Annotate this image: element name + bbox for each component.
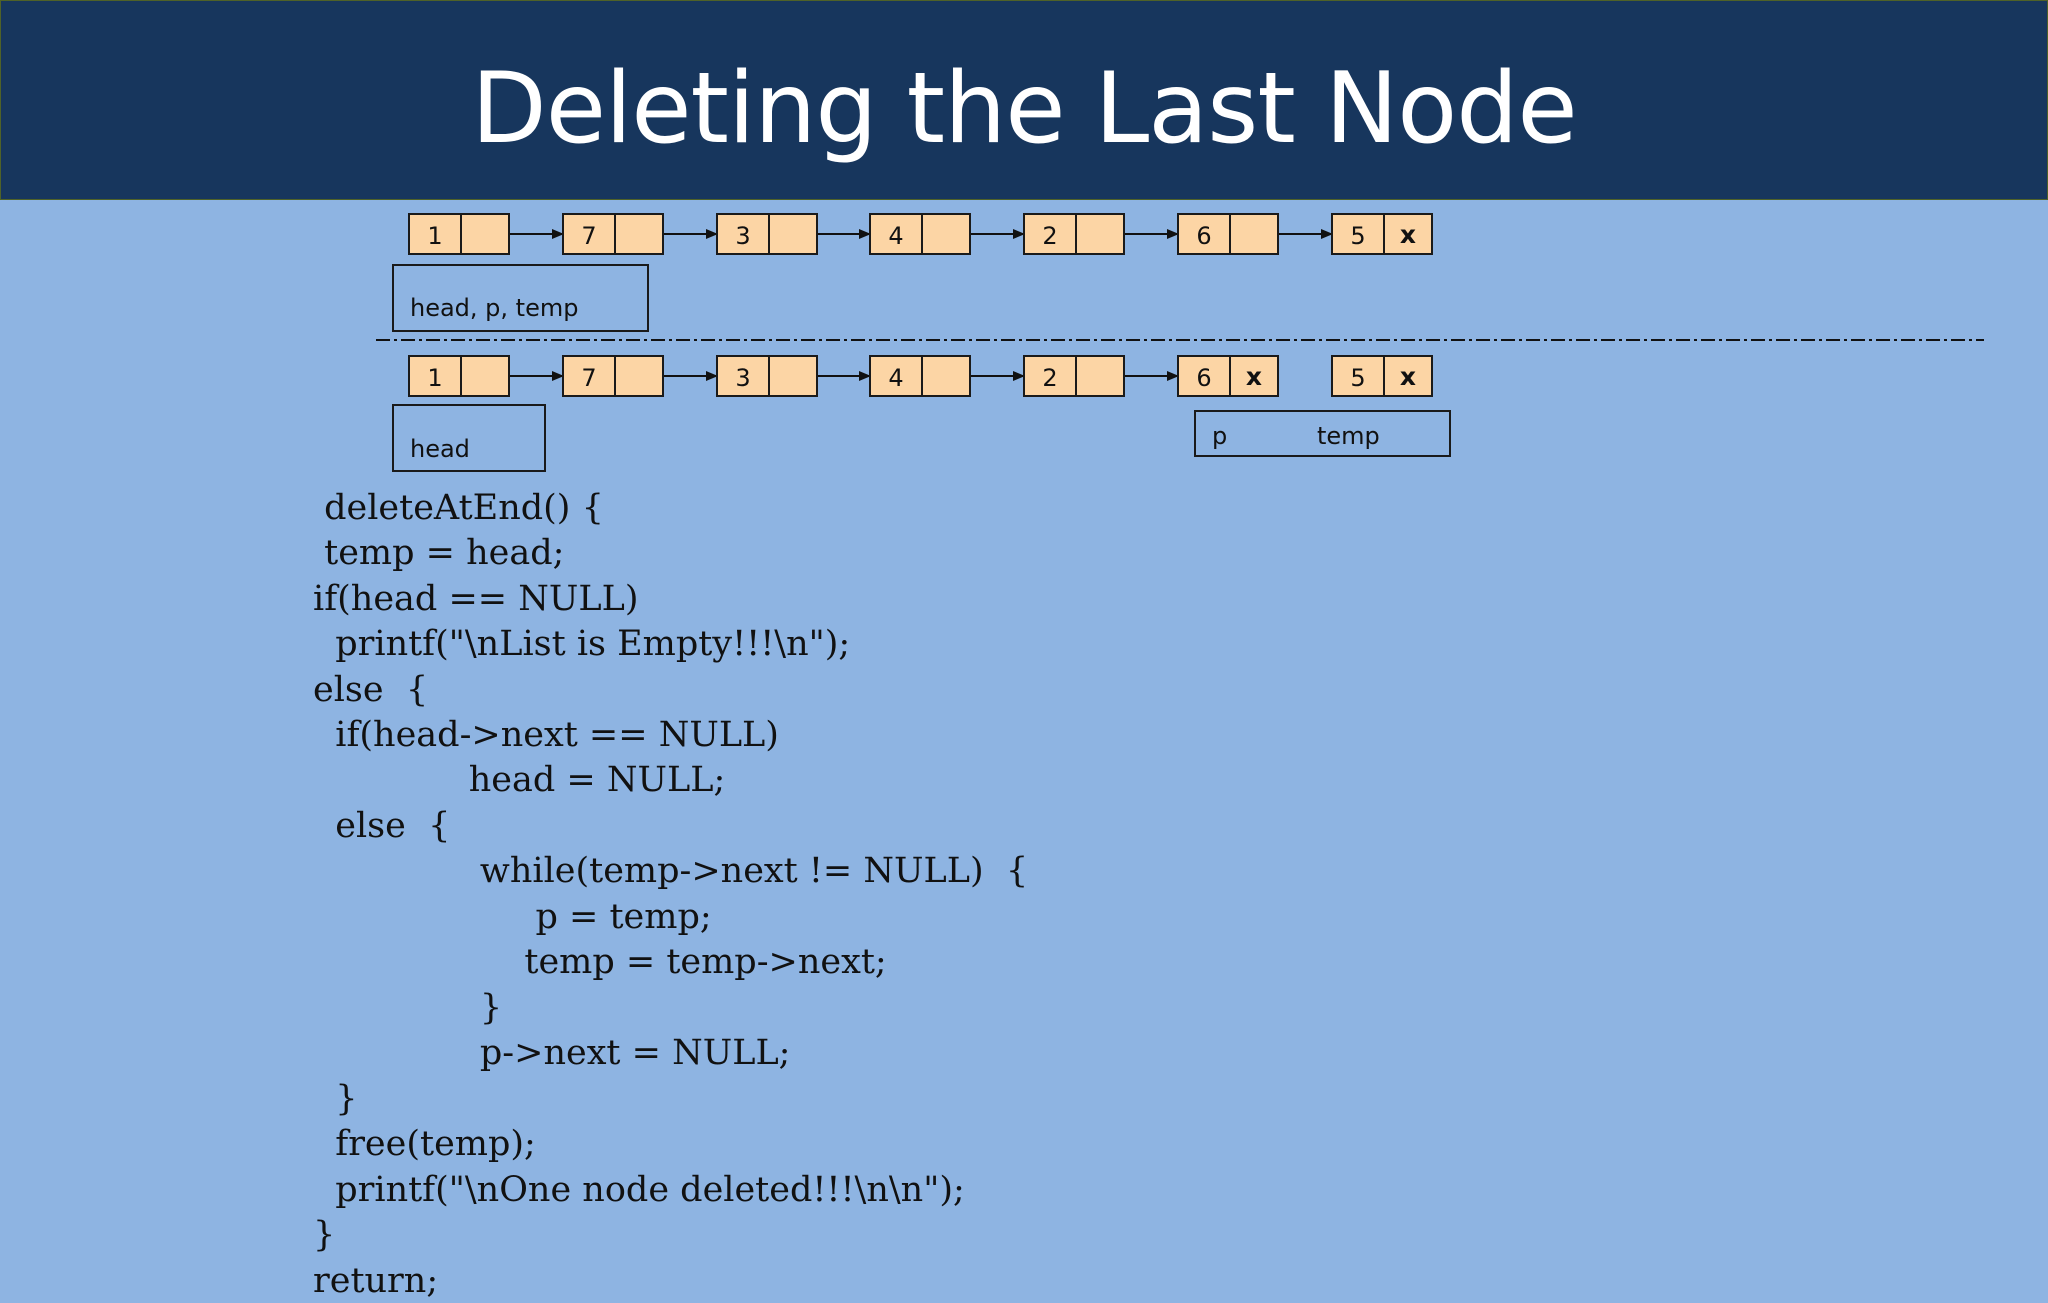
code-line: printf("\nOne node deleted!!!\n\n"); xyxy=(313,1170,965,1210)
node-value: 2 xyxy=(1025,215,1077,253)
node-value: 3 xyxy=(718,357,770,395)
code-line: p->next = NULL; xyxy=(313,1033,791,1073)
node-value: 7 xyxy=(564,357,616,395)
list-node: 1 xyxy=(408,355,510,397)
title-bar xyxy=(0,0,2048,200)
node-next: x xyxy=(1399,220,1417,249)
code-line: else { xyxy=(313,670,429,710)
code-line: } xyxy=(313,988,503,1028)
list-node: 1 xyxy=(408,213,510,255)
code-line: else { xyxy=(313,806,451,846)
list-node: 7 xyxy=(562,355,664,397)
node-next: x xyxy=(1399,362,1417,391)
list-node: 6 xyxy=(1177,213,1279,255)
node-value: 1 xyxy=(410,357,462,395)
node-value: 1 xyxy=(410,215,462,253)
code-line: if(head->next == NULL) xyxy=(313,715,779,755)
code-line: printf("\nList is Empty!!!\n"); xyxy=(313,624,851,664)
list-node: 4 xyxy=(869,213,971,255)
node-value: 2 xyxy=(1025,357,1077,395)
code-line: temp = head; xyxy=(313,533,565,573)
node-value: 5 xyxy=(1333,215,1385,253)
temp-label: temp xyxy=(1317,422,1380,450)
node-value: 4 xyxy=(871,357,923,395)
code-line: head = NULL; xyxy=(313,760,726,800)
list-node: 3 xyxy=(716,213,818,255)
pointer-label: head, p, temp xyxy=(410,294,579,322)
list-node: 3 xyxy=(716,355,818,397)
code-line: deleteAtEnd() { xyxy=(313,488,604,528)
p-label: p xyxy=(1212,422,1228,450)
code-line: temp = temp->next; xyxy=(313,942,887,982)
node-next: x xyxy=(1245,362,1263,391)
node-value: 3 xyxy=(718,215,770,253)
slide-title: Deleting the Last Node xyxy=(471,52,1577,166)
list-node: 4 xyxy=(869,355,971,397)
node-value: 5 xyxy=(1333,357,1385,395)
code-line: return; xyxy=(313,1261,439,1301)
node-value: 6 xyxy=(1179,357,1231,395)
code-line: p = temp; xyxy=(313,897,712,937)
node-value: 4 xyxy=(871,215,923,253)
list-node: 2 xyxy=(1023,355,1125,397)
code-line: while(temp->next != NULL) { xyxy=(313,851,1029,891)
list-node: 7 xyxy=(562,213,664,255)
code-line: } xyxy=(313,1215,336,1255)
head-label-box: head xyxy=(392,404,546,472)
node-value: 7 xyxy=(564,215,616,253)
head-label: head xyxy=(410,435,470,463)
pointer-label-box: head, p, temp xyxy=(392,264,649,332)
list-node: 2 xyxy=(1023,213,1125,255)
p-temp-label-box: p temp xyxy=(1194,410,1451,457)
code-line: free(temp); xyxy=(313,1124,536,1164)
code-line: } xyxy=(313,1079,358,1119)
node-value: 6 xyxy=(1179,215,1231,253)
code-line: if(head == NULL) xyxy=(313,579,639,619)
